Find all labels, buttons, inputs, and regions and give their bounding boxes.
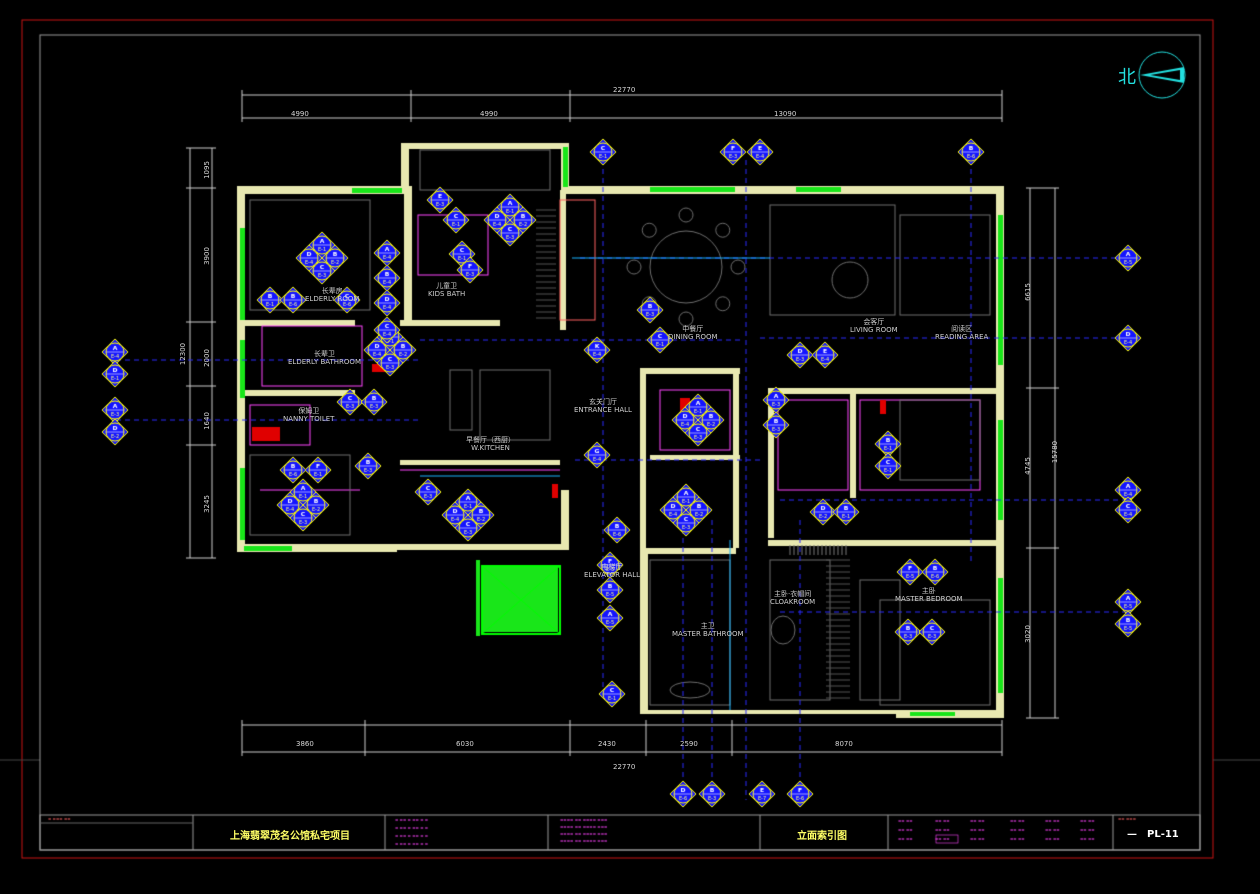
project-name: 上海翡翠茂名公馆私宅项目 <box>230 831 350 842</box>
dim-right-seg-1: 6615 <box>1023 283 1032 301</box>
dim-bottom-seg-2: 6030 <box>456 740 474 748</box>
sheet-number: PL-11 <box>1147 829 1179 840</box>
dim-bottom-seg-1: 3860 <box>296 740 314 748</box>
dim-left-overall: 12300 <box>179 342 188 366</box>
sheet-prefix: — <box>1127 829 1137 840</box>
drawing-name: 立面索引图 <box>797 831 847 842</box>
north-label: 北 <box>1118 67 1136 88</box>
dim-left-seg-1: 1095 <box>202 161 211 179</box>
dim-right-seg-2: 4745 <box>1023 457 1032 475</box>
room-label: 早餐厅（西厨）W.KITCHEN <box>466 436 515 452</box>
dim-top-seg-2: 4990 <box>480 110 498 118</box>
dim-bottom-overall: 22770 <box>613 763 636 771</box>
dim-left-seg-3: 2000 <box>202 349 211 367</box>
dim-right-overall: 15780 <box>1051 440 1060 464</box>
dim-bottom-seg-3: 2430 <box>598 740 616 748</box>
dim-bottom-seg-4: 2590 <box>680 740 698 748</box>
dim-bottom-seg-5: 8070 <box>835 740 853 748</box>
dim-top-overall: 22770 <box>613 86 636 94</box>
dim-left-seg-5: 3245 <box>202 495 211 513</box>
dim-right-seg-3: 3020 <box>1023 625 1032 643</box>
dim-left-seg-4: 1640 <box>202 412 211 430</box>
dim-top-seg-3: 13090 <box>774 110 797 118</box>
dim-left-seg-2: 3900 <box>202 247 211 265</box>
dim-top-seg-1: 4990 <box>291 110 309 118</box>
